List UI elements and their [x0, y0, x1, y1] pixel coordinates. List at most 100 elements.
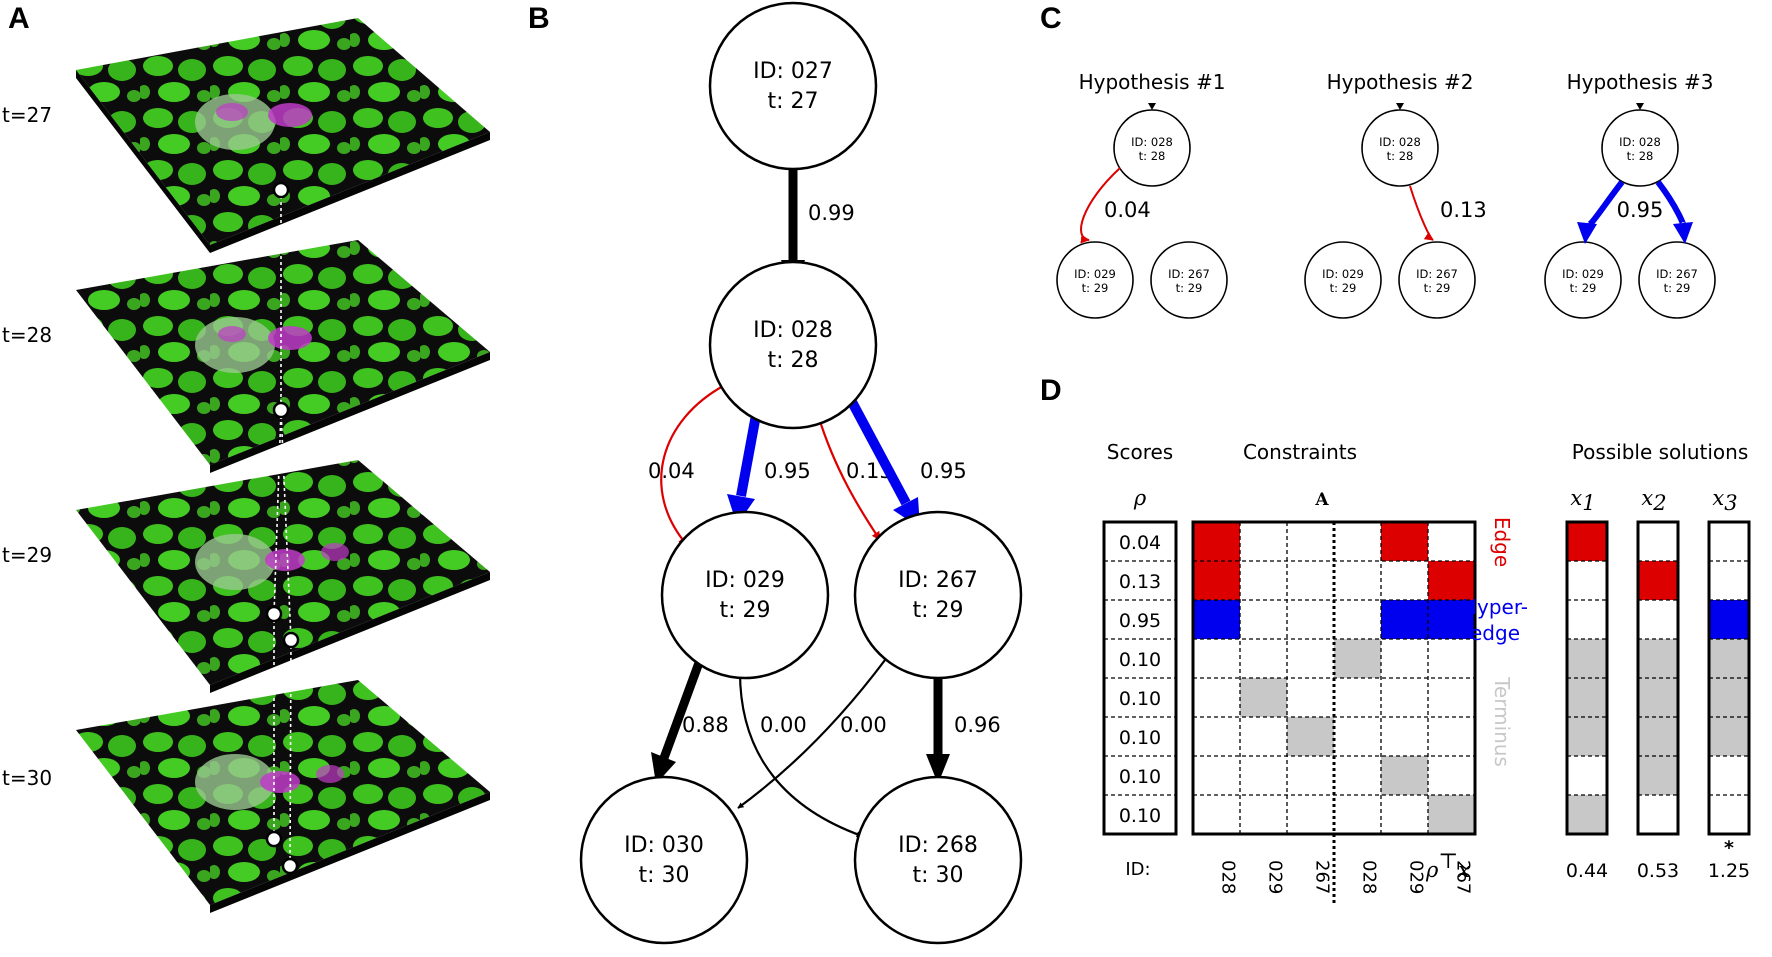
side-label-hyperedge-1: Hyper- [1462, 595, 1528, 619]
solution-3: x3*1.25 [1707, 486, 1751, 882]
constraints-header: Constraints [1243, 440, 1357, 464]
hyp-child-t: t: 29 [1570, 281, 1597, 295]
column-id: 028 [1218, 860, 1239, 894]
solution-1: x1 0.44 [1565, 486, 1609, 882]
matrix-box [1191, 520, 1477, 836]
column-id: 029 [1265, 860, 1286, 894]
solution-cell [1638, 756, 1678, 795]
hyp-child-id: ID: 029 [1074, 267, 1116, 281]
matrix-cell [1381, 756, 1428, 795]
edge-029-030 [659, 658, 705, 760]
panel-b-hypergraph: 0.99 0.04 0.95 0.13 0.95 0.88 0.00 0.00 … [579, 1, 1023, 945]
matrix-cell [1287, 717, 1334, 756]
edge-label-028-029-blue: 0.95 [764, 459, 811, 483]
solution-cell [1638, 717, 1678, 756]
panel-label-c: C [1040, 2, 1062, 35]
score-value: 0.10 [1119, 727, 1161, 749]
node-027-t: t: 27 [767, 89, 818, 114]
edge-028-029-blue [736, 414, 761, 497]
solution-value: 0.44 [1566, 860, 1608, 882]
track-points [265, 181, 300, 875]
solution-name: x2 [1641, 486, 1666, 515]
scores-header: Scores [1107, 440, 1173, 464]
scores-box [1102, 520, 1178, 836]
edge-label-028-029-red: 0.04 [648, 459, 695, 483]
track-lines [273, 190, 292, 867]
column-id: 267 [1312, 860, 1333, 894]
solution-box [1565, 520, 1609, 836]
arrowhead-267-268 [926, 754, 950, 784]
arrowhead-029-030 [651, 752, 676, 784]
panel-a-image-stack: t=27 t=28 t=29 t=30 [2, 18, 490, 913]
node-029-id: ID: 029 [705, 568, 785, 593]
side-label-hyperedge-2: edge [1470, 621, 1520, 645]
solutions-header: Possible solutions [1572, 440, 1749, 464]
node-267-id: ID: 267 [898, 568, 978, 593]
hyp-parent-id: ID: 028 [1131, 135, 1173, 149]
score-value: 0.10 [1119, 649, 1161, 671]
matrix-cell [1193, 600, 1240, 639]
matrix-symbol: A [1314, 490, 1329, 510]
image-slice-t27 [76, 18, 490, 253]
hyp-edge [1080, 167, 1121, 244]
hyp-child-node-b [1638, 241, 1716, 319]
solution-box [1707, 520, 1751, 836]
solution-cell [1567, 678, 1607, 717]
hyp-child-node-a [1544, 241, 1622, 319]
matrix-cell [1428, 600, 1475, 639]
hypothesis-title: Hypothesis #3 [1567, 70, 1714, 94]
hyp-child-t: t: 29 [1330, 281, 1357, 295]
time-label-t28: t=28 [2, 323, 52, 347]
solution-cell [1709, 717, 1749, 756]
edge-label-267-030: 0.00 [840, 713, 887, 737]
hyp-parent-t: t: 28 [1139, 149, 1166, 163]
panel-d-ilp: Scores Constraints Possible solutions ρ … [1102, 440, 1751, 905]
hyp-edge [1409, 185, 1434, 241]
column-id: 267 [1453, 860, 1474, 894]
panel-label-b: B [528, 2, 550, 35]
hyp-child-node-a [1304, 241, 1382, 319]
node-267: ID: 267 t: 29 [853, 510, 1023, 680]
hyp-child-node-b [1150, 241, 1228, 319]
hyp-child-id: ID: 267 [1656, 267, 1698, 281]
hypothesis-entry-arrow [1148, 103, 1156, 110]
image-slice-t30 [76, 680, 490, 913]
score-value: 0.04 [1119, 532, 1161, 554]
matrix-cell [1381, 522, 1428, 561]
panel-label-d: D [1040, 374, 1062, 407]
hypothesis-entry-arrow [1396, 103, 1404, 110]
hyp-parent-t: t: 28 [1627, 149, 1654, 163]
solution-name: x1 [1570, 486, 1595, 515]
column-id: 029 [1406, 860, 1427, 894]
side-label-terminus: Terminus [1490, 676, 1514, 767]
time-label-t29: t=29 [2, 543, 52, 567]
score-value: 0.10 [1119, 805, 1161, 827]
hypothesis-title: Hypothesis #1 [1079, 70, 1226, 94]
solution-cell [1567, 717, 1607, 756]
node-029: ID: 029 t: 29 [660, 510, 830, 680]
hyp-parent-id: ID: 028 [1619, 135, 1661, 149]
node-030-id: ID: 030 [624, 833, 704, 858]
matrix-cell [1193, 522, 1240, 561]
time-label-t30: t=30 [2, 766, 52, 790]
edge-028-267-blue [847, 399, 911, 506]
edge-028-267-red [816, 414, 881, 541]
score-value: 0.10 [1119, 688, 1161, 710]
solution-cell [1567, 522, 1607, 561]
edge-label-028-267-blue: 0.95 [920, 459, 967, 483]
solution-cell [1567, 639, 1607, 678]
solution-box [1636, 520, 1680, 836]
hyp-child-node-b [1398, 241, 1476, 319]
id-label: ID: [1125, 859, 1150, 880]
matrix-cell [1334, 639, 1381, 678]
hyp-child-t: t: 29 [1082, 281, 1109, 295]
solution-cell [1709, 639, 1749, 678]
edge-label-267-268: 0.96 [954, 713, 1001, 737]
edge-029-268 [738, 671, 863, 838]
time-label-t27: t=27 [2, 103, 52, 127]
hyp-child-t: t: 29 [1664, 281, 1691, 295]
hyp-parent-node [1601, 109, 1679, 187]
matrix-cell [1381, 600, 1428, 639]
